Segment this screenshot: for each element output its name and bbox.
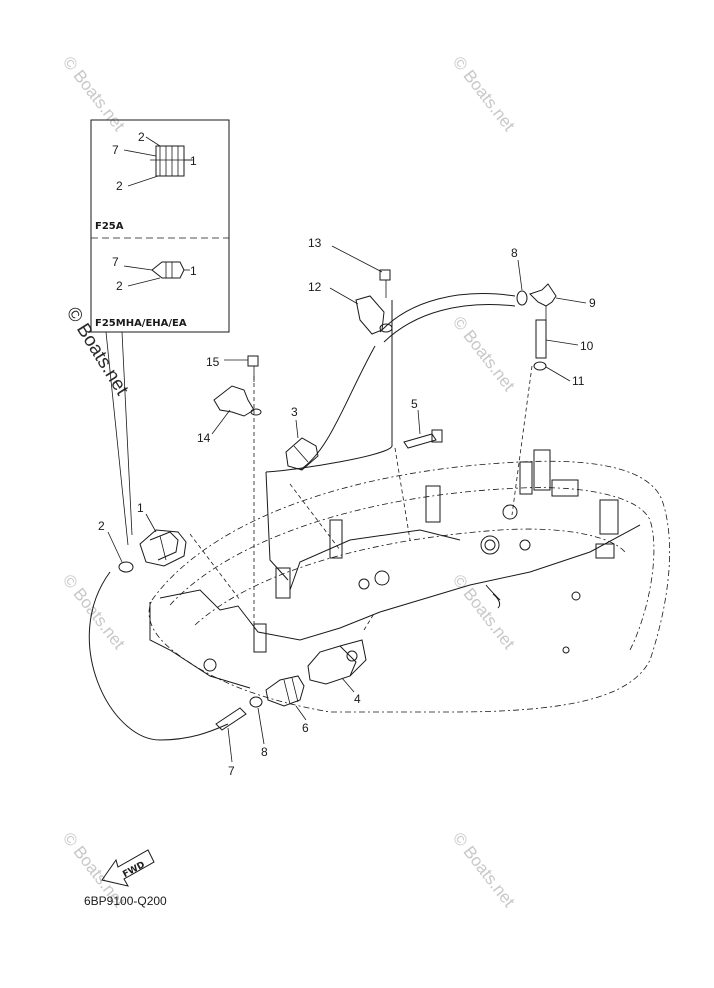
watermark-top-left: © Boats.net [59,53,129,135]
part-9-tee-joint [529,283,557,320]
callout-15: 15 [206,355,220,369]
callouts: 1 2 3 4 5 6 7 8 8 9 10 11 12 13 14 15 [98,236,596,778]
watermark-mid-left: © Boats.net [59,571,129,653]
watermark-top-right: © Boats.net [449,53,519,135]
part-6-fitting [265,675,305,707]
callout-5: 5 [411,397,418,411]
inset-box: 7 2 1 2 F25A 7 1 2 F25MHA/EHA/EA [90,119,230,333]
inset2-label-1: 1 [190,264,197,278]
inset2-label-7: 7 [112,255,119,269]
callout-11: 11 [572,374,585,388]
hose-routing [88,293,533,741]
callout-10: 10 [580,339,594,353]
inset1-label-1: 1 [190,154,197,168]
part-14-bracket [213,385,262,417]
part-2-clamp [118,561,134,573]
callout-12: 12 [308,280,322,294]
part-8-clip-upper [516,290,528,306]
inset-leaders [105,331,133,546]
watermark-bottom-right: © Boats.net [449,829,519,911]
part-13-screw [379,269,391,298]
part-11-clip [533,361,547,371]
watermark-mid-right: © Boats.net [449,571,519,653]
inset1-title: F25A [95,221,124,232]
inset2-label-2: 2 [116,279,123,293]
part-1-grommet [139,529,187,567]
callout-3: 3 [291,405,298,419]
callout-8-upper: 8 [511,246,518,260]
inset1-label-2-bottom: 2 [116,179,123,193]
callout-1: 1 [137,501,144,515]
callout-2: 2 [98,519,105,533]
part-3-grommet [285,437,319,471]
inset2-title: F25MHA/EHA/EA [95,318,187,329]
watermark-center-right: © Boats.net [449,313,519,395]
bottom-cowling [148,449,671,713]
inset1-label-7: 7 [112,143,119,157]
callout-leaders [107,245,587,763]
callout-4: 4 [354,692,361,706]
part-10-hose [535,319,547,359]
callout-14: 14 [197,431,211,445]
faint-watermarks: © Boats.net © Boats.net © Boats.net © Bo… [59,53,519,911]
callout-9: 9 [589,296,596,310]
callout-6: 6 [302,721,309,735]
part-15-screw [247,355,259,382]
part-4-grommet [307,639,367,685]
inset-f25a-grommet [123,136,194,187]
callout-7: 7 [228,764,235,778]
inset1-label-2-top: 2 [138,130,145,144]
diagram-code: 6BP9100-Q200 [84,894,167,908]
callout-8-lower: 8 [261,745,268,759]
part-5-bolt [403,429,443,449]
part-8-clip-lower [249,696,263,708]
part-7-hose [215,707,247,731]
inset-f25mha-grommet [123,261,190,287]
callout-13: 13 [308,236,322,250]
part-12-holder [355,295,393,335]
